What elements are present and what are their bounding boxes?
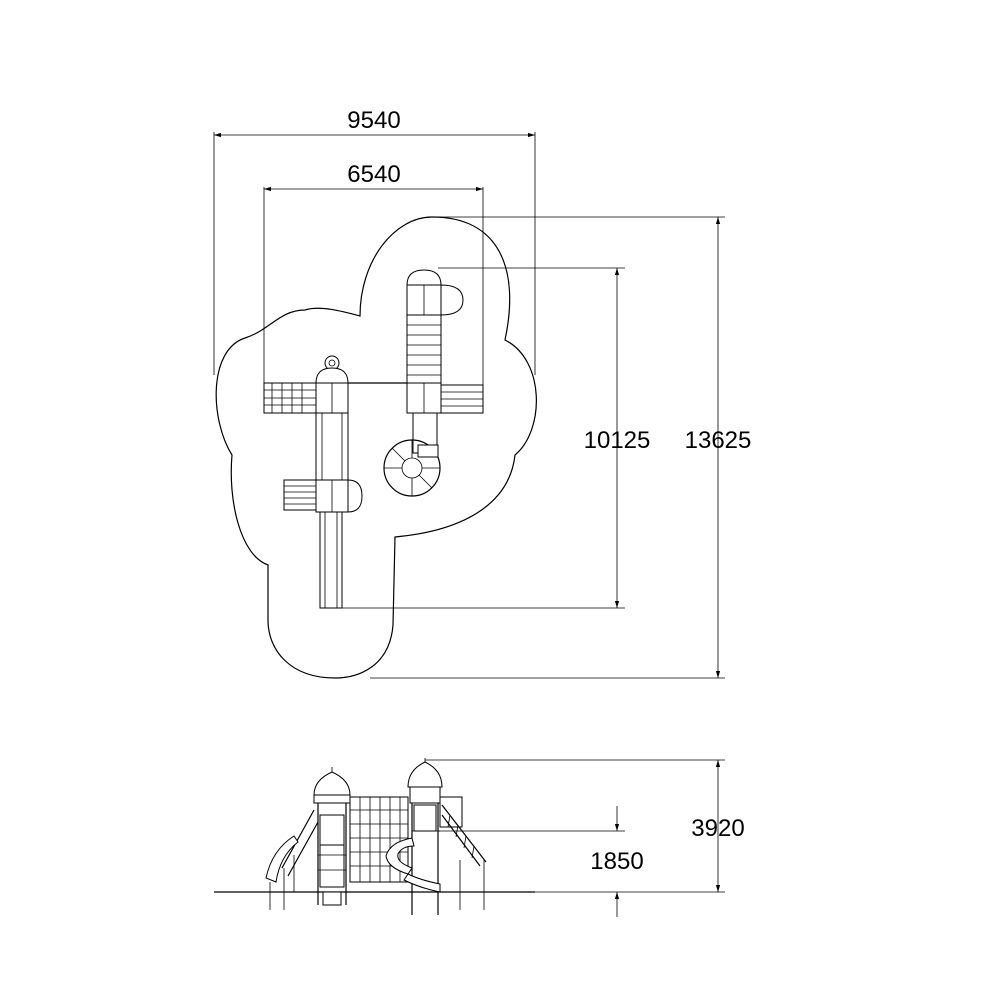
- spiral-slide-plan: [383, 412, 441, 497]
- left-ramp-elevation: [265, 809, 319, 910]
- overall-width-label: 9540: [347, 107, 400, 134]
- equipment-width-label: 6540: [347, 161, 400, 188]
- left-tower-plan: [315, 355, 363, 513]
- right-tower-elevation: [385, 758, 463, 915]
- overall-length-label: 13625: [685, 427, 752, 454]
- total-height-label: 3920: [691, 815, 744, 842]
- lower-steps-plan: [283, 479, 317, 511]
- safety-zone-outline: [215, 216, 537, 679]
- equipment-length-label: 10125: [584, 427, 651, 454]
- right-stairs-elevation: [441, 804, 487, 910]
- right-tower-plan: [406, 269, 464, 414]
- dimension-extension-lines: [213, 132, 725, 679]
- platform-height-label: 1850: [590, 848, 643, 875]
- left-ladder-plan: [263, 382, 317, 414]
- right-stairs-plan: [440, 384, 484, 414]
- straight-slide-plan: [319, 511, 343, 609]
- elevation-view: 3920 1850: [214, 758, 745, 917]
- plan-view: 9540 6540 10125 13625: [213, 107, 752, 679]
